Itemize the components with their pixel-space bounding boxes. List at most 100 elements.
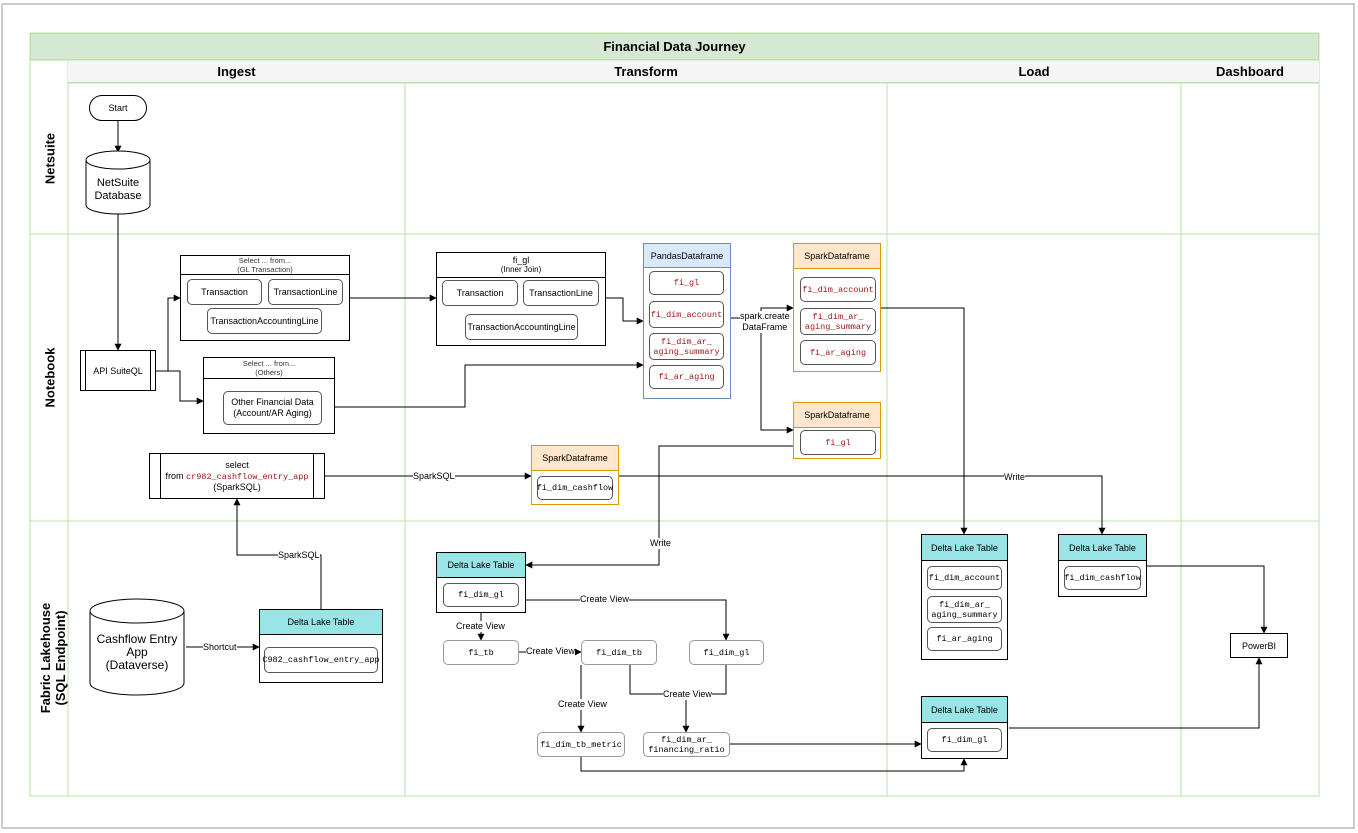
edge-pandas-spark2 (760, 318, 794, 434)
spark-create-line1: spark.create (740, 311, 790, 321)
delta-cf-title: Delta Lake Table (260, 610, 382, 635)
select-cashflow-from: from (165, 470, 187, 481)
figl-transaction-accounting-line: TransactionAccountingLine (465, 314, 578, 340)
edge-label-create-view-3: Create View (526, 646, 575, 657)
delta-load1-item-fi-ar-aging: fi_ar_aging (927, 627, 1002, 651)
api-suiteql-bar-right (150, 351, 151, 390)
api-suiteql-label: API SuiteQL (93, 365, 143, 376)
others-select-title: Select ... from... (242, 359, 296, 368)
lane-notebook: Notebook (42, 347, 58, 408)
edge-label-create-view-5: Create View (558, 699, 607, 710)
column-header-bar (68, 61, 1319, 83)
gl-select-title: Select ... from... (238, 256, 292, 265)
pandas-item-fi-dim-account: fi_dim_account (649, 301, 724, 328)
lane-lakehouse-line2: (SQL Endpoint) (53, 610, 68, 706)
edge-spark1-delta1 (881, 307, 968, 535)
pandas-item-fi-dim-ar-aging-summary: fi_dim_ar_ aging_summary (649, 333, 724, 360)
edge-spark3-delta2 (619, 475, 1106, 535)
lane-netsuite: Netsuite (42, 132, 58, 185)
select-cashflow-line2: from cr982_cashflow_entry_app (166, 471, 309, 482)
outer-frame (1, 3, 1355, 829)
gl-transaction: Transaction (187, 279, 262, 305)
delta-load1-item-fi-dim-account: fi_dim_account (927, 566, 1002, 590)
edge-api-others (156, 370, 204, 405)
column-ingest: Ingest (217, 64, 256, 79)
pandas-title: PandasDataframe (644, 244, 730, 268)
start-node: Start (89, 95, 147, 121)
gl-select-sub: (GL Transaction) (237, 265, 293, 274)
delta-load2-item: fi_dim_cashflow (1064, 566, 1141, 590)
edge-fidimtb-arfin (629, 665, 690, 733)
cashflow-line1: Cashflow Entry (96, 632, 178, 646)
edge-others-pandas (335, 361, 644, 408)
diagram-title: Financial Data Journey (30, 33, 1319, 60)
spark1-item-fi-ar-aging: fi_ar_aging (800, 340, 876, 365)
cashflow-cylinder (89, 598, 185, 696)
spark3-item-fi-dim-cashflow: fi_dim_cashflow (537, 476, 613, 500)
column-transform: Transform (614, 64, 678, 79)
edge-label-create-view-4: Create View (663, 689, 712, 700)
delta-gl-item: fi_dim_gl (443, 583, 519, 607)
gl-select-header: Select ... from... (GL Transaction) (181, 256, 349, 275)
edge-delta3-powerbi (1009, 657, 1263, 729)
spark1-title: SparkDataframe (794, 244, 880, 269)
delta-cf-item: C982_cashflow_entry_app (262, 647, 380, 673)
api-suiteql-node: API SuiteQL (80, 350, 156, 391)
figl-transaction-line: TransactionLine (523, 280, 599, 306)
api-suiteql-bar-left (85, 351, 86, 390)
netsuite-db-line2: Database (94, 190, 142, 202)
other-fin-line2: (Account/AR Aging) (233, 408, 312, 418)
cashflow-app-label: Cashflow Entry App (Dataverse) (90, 633, 184, 672)
edge-label-sparksql-1: SparkSQL (413, 471, 455, 482)
select-cashflow-node: select from cr982_cashflow_entry_app (Sp… (149, 453, 325, 499)
select-cashflow-line1: select (225, 459, 249, 470)
column-load: Load (1018, 64, 1050, 79)
spark-create-label: spark.create DataFrame (740, 311, 790, 333)
edge-spark2-deltagl (525, 445, 793, 569)
pandas-item-fi-ar-aging: fi_ar_aging (649, 365, 724, 389)
pandas-item-fi-gl: fi_gl (649, 271, 724, 295)
edge-label-sparksql-2: SparkSQL (278, 550, 320, 561)
lane-lakehouse-line1: Fabric Lakehouse (38, 602, 53, 714)
edge-api-gl (156, 294, 181, 372)
delta-load1-item-fi-dim-ar-aging-summary: fi_dim_ar_ aging_summary (927, 596, 1002, 623)
delta-load2-title: Delta Lake Table (1059, 535, 1146, 561)
spark1-item-fi-dim-ar-aging-summary: fi_dim_ar_ aging_summary (800, 308, 876, 335)
others-select-sub: (Others) (255, 368, 283, 377)
other-financial-data: Other Financial Data (Account/AR Aging) (223, 391, 322, 425)
edge-label-create-view-1: Create View (580, 594, 629, 605)
figl-sub: (Inner Join) (500, 265, 542, 274)
delta-load3-title: Delta Lake Table (922, 697, 1007, 723)
select-cashflow-table: cr982_cashflow_entry_app (186, 471, 309, 482)
column-dashboard: Dashboard (1216, 64, 1284, 79)
figl-title: fi_gl (512, 255, 530, 265)
edge-deltagl-fidimgl (526, 599, 730, 641)
powerbi-node: PowerBI (1230, 633, 1288, 658)
netsuite-db-label: NetSuite Database (86, 177, 150, 203)
delta-gl-title: Delta Lake Table (437, 553, 525, 578)
other-fin-line1: Other Financial Data (231, 397, 314, 407)
view-fi-tb: fi_tb (443, 640, 519, 665)
spark3-title: SparkDataframe (532, 446, 618, 471)
delta-load-2: Delta Lake Table (1058, 534, 1147, 597)
edge-label-write-2: Write (1004, 472, 1025, 483)
edge-label-create-view-2: Create View (456, 621, 505, 632)
cashflow-line2: App (126, 645, 148, 659)
gl-transaction-accounting-line: TransactionAccountingLine (207, 308, 322, 334)
gl-transaction-line: TransactionLine (268, 279, 343, 305)
spark1-item-fi-dim-account: fi_dim_account (800, 277, 876, 302)
view-fi-dim-tb-metric: fi_dim_tb_metric (537, 732, 625, 757)
figl-transaction: Transaction (442, 280, 518, 306)
others-select-header: Select ... from... (Others) (204, 358, 334, 379)
view-fi-dim-tb: fi_dim_tb (581, 640, 657, 665)
spark2-item-fi-gl: fi_gl (800, 430, 876, 455)
select-cashflow-bar-left (160, 454, 161, 498)
select-cashflow-bar-right (313, 454, 314, 498)
lane-lakehouse: Fabric Lakehouse (SQL Endpoint) (38, 563, 68, 753)
cashflow-line3: (Dataverse) (105, 658, 169, 672)
edge-label-write-1: Write (650, 538, 671, 549)
view-fi-dim-ar-financing-ratio: fi_dim_ar_ financing_ratio (643, 732, 730, 757)
delta-load1-title: Delta Lake Table (922, 535, 1007, 561)
